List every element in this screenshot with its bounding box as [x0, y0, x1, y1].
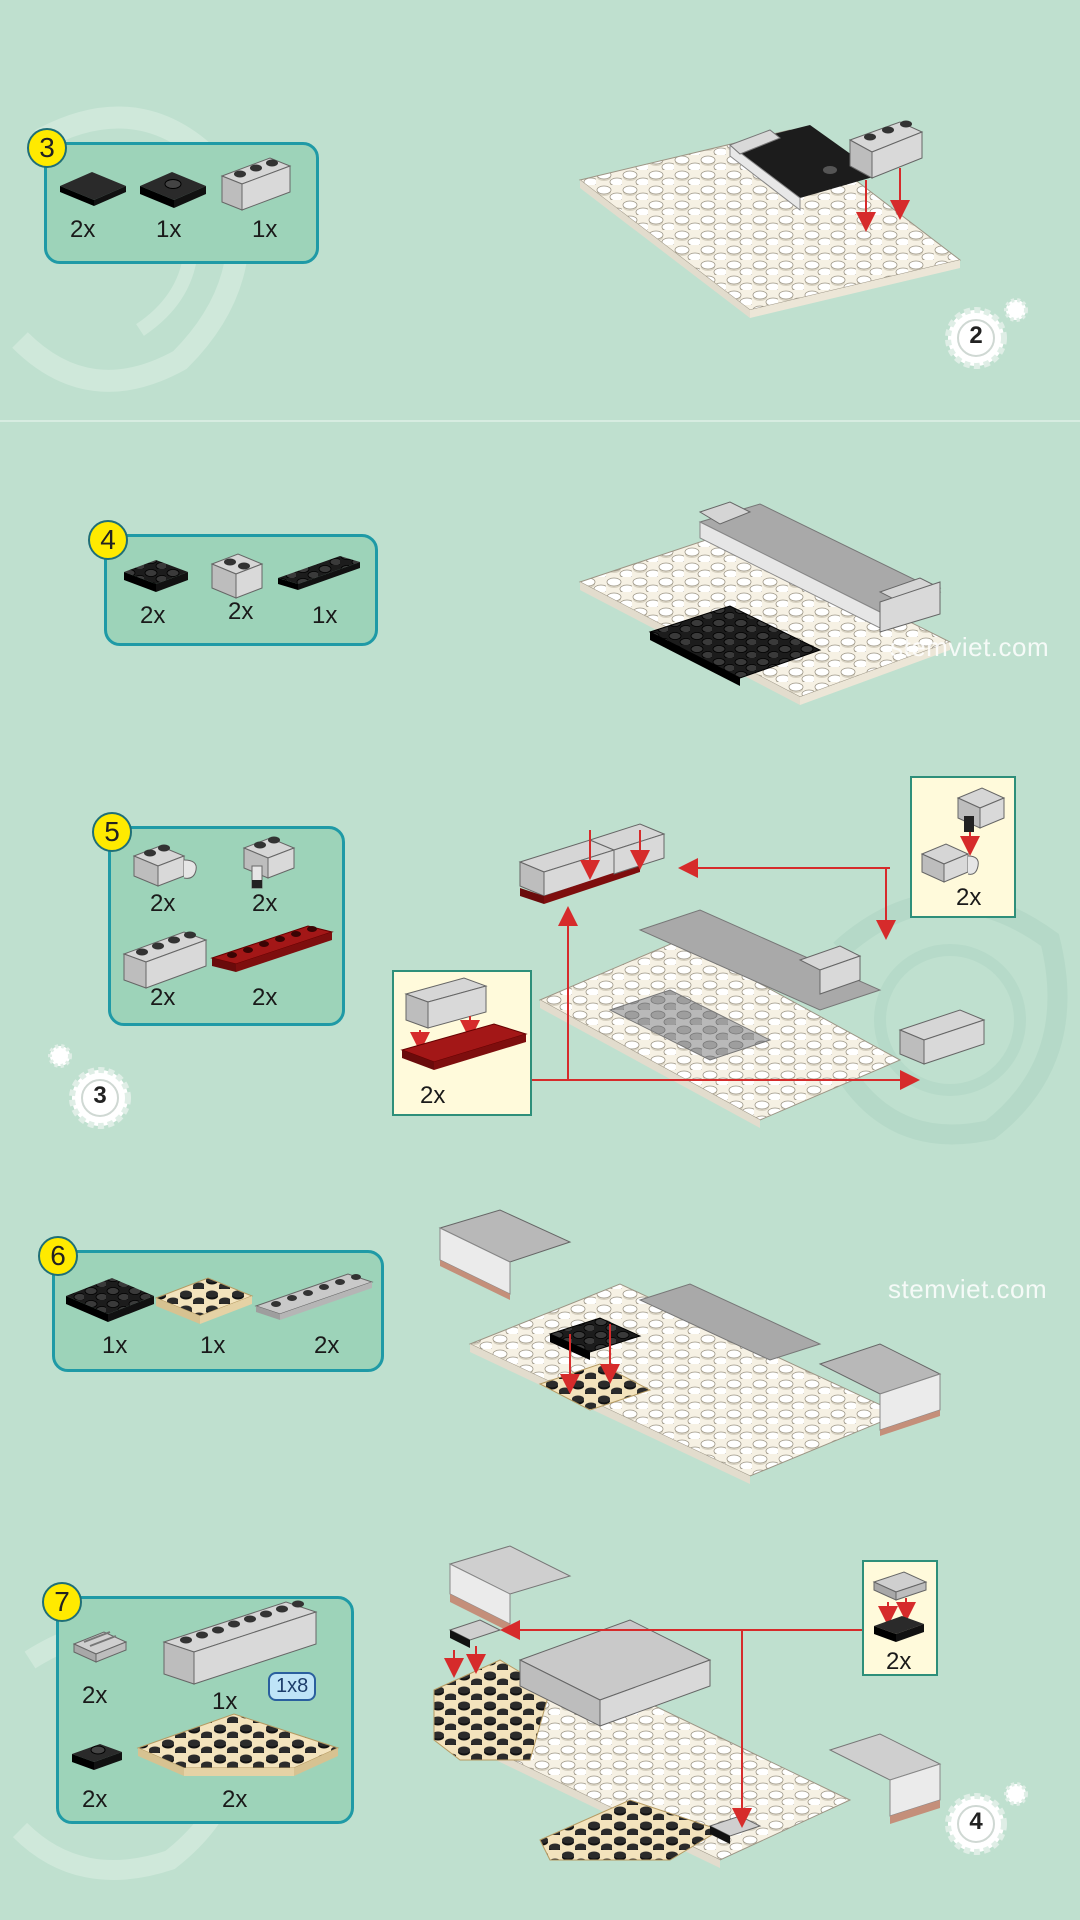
step-4-qty-black-long-plate: 1x: [312, 602, 338, 629]
tan-plate-2x3-icon: [154, 1277, 254, 1324]
gray-brick-1x8-icon: [162, 1600, 318, 1685]
callout-clip-pin-qty: 2x: [956, 884, 982, 911]
page-2-gear-icon: [945, 298, 1028, 369]
gray-brick-1x2-pin-icon: [242, 836, 296, 889]
black-tile-2x2-icon: [60, 172, 126, 206]
watermark-text: stemviet.com: [890, 632, 1050, 662]
page-4-number: 4: [969, 1808, 983, 1835]
page-4-gear-icon: [945, 1782, 1028, 1855]
step-7-section: 7 2x 1x 1x8 2x 2x: [0, 1540, 1080, 1920]
callout-grille-jumper-qty: 2x: [886, 1648, 912, 1675]
step-3-model-illustration: [578, 120, 962, 318]
step-6-number-badge: 6: [38, 1236, 78, 1276]
callout-pin-clip-icon: [920, 787, 1006, 883]
step-4-model-illustration: [578, 501, 952, 705]
callout-grille-jumper-icon: [872, 1571, 928, 1642]
gray-brick-1x2-clip-icon: [132, 844, 197, 887]
step-6-section: 6 1x 1x 2x stemviet: [0, 1200, 1080, 1500]
step-7-qty-grille-tile: 2x: [82, 1682, 108, 1709]
step-7-number-badge: 7: [42, 1582, 82, 1622]
callout-brick-plate-qty: 2x: [420, 1082, 446, 1109]
step-5-qty-pin-brick: 2x: [252, 890, 278, 917]
size-tag-1x8: 1x8: [268, 1672, 317, 1701]
tan-wedge-plate-icon: [136, 1713, 340, 1776]
step-4-qty-black-plate: 2x: [140, 602, 166, 629]
step-7-qty-tan-wedge: 2x: [222, 1786, 248, 1813]
step-5-arrows: [532, 858, 920, 1090]
step-7-qty-long-brick: 1x: [212, 1688, 238, 1715]
step-5-qty-darkred-plate: 2x: [252, 984, 278, 1011]
step-5-section: 5 2x 2x 2x 2x: [0, 770, 1080, 1170]
step-5-qty-clip-brick: 2x: [150, 890, 176, 917]
page-2-number: 2: [969, 322, 983, 349]
step-3-qty-black-tile: 2x: [70, 216, 96, 243]
step-6-qty-black-plate: 1x: [102, 1332, 128, 1359]
black-plate-1x4-icon: [278, 556, 360, 590]
step-4-number-badge: 4: [88, 520, 128, 560]
black-plate-2x2-icon: [124, 560, 188, 592]
gray-plate-1x6-icon: [254, 1273, 374, 1320]
step-6-qty-tan-plate: 1x: [200, 1332, 226, 1359]
page-3-number: 3: [93, 1082, 107, 1109]
step-4-qty-gray-brick: 2x: [228, 598, 254, 625]
step-3-qty-black-plate: 1x: [156, 216, 182, 243]
gray-brick-1x3-icon: [220, 157, 292, 211]
gray-grille-tile-icon: [72, 1631, 128, 1663]
darkred-plate-1x6-icon: [210, 925, 334, 972]
step-3-qty-gray-brick: 1x: [252, 216, 278, 243]
black-plate-2x2-jumper-icon: [140, 172, 206, 208]
step-7-arrows: [500, 1620, 862, 1828]
step-5-model-illustration: [518, 823, 986, 1128]
step-5-qty-gray-long-brick: 2x: [150, 984, 176, 1011]
step-7-qty-black-jumper: 2x: [82, 1786, 108, 1813]
step-6-qty-gray-plate: 2x: [314, 1332, 340, 1359]
step-4-section: 4 2x 2x 1x stemviet.com: [0, 422, 1080, 722]
section-divider: [0, 420, 1080, 422]
gray-brick-1x2-icon: [210, 553, 264, 599]
step-3-number-badge: 3: [27, 128, 67, 168]
callout-brick-plate-icon: [400, 977, 528, 1070]
page-3-gear-icon: [48, 1044, 131, 1129]
step-3-section: 3 2x 1x 1x: [0, 0, 1080, 420]
step-6-model-illustration: [438, 1209, 942, 1484]
black-plate-2x3-icon: [66, 1278, 154, 1322]
gray-brick-1x4-icon: [122, 931, 208, 989]
watermark-text: stemviet.com: [888, 1274, 1048, 1304]
step-5-number-badge: 5: [92, 812, 132, 852]
black-plate-1x2-jumper-icon: [72, 1744, 122, 1770]
